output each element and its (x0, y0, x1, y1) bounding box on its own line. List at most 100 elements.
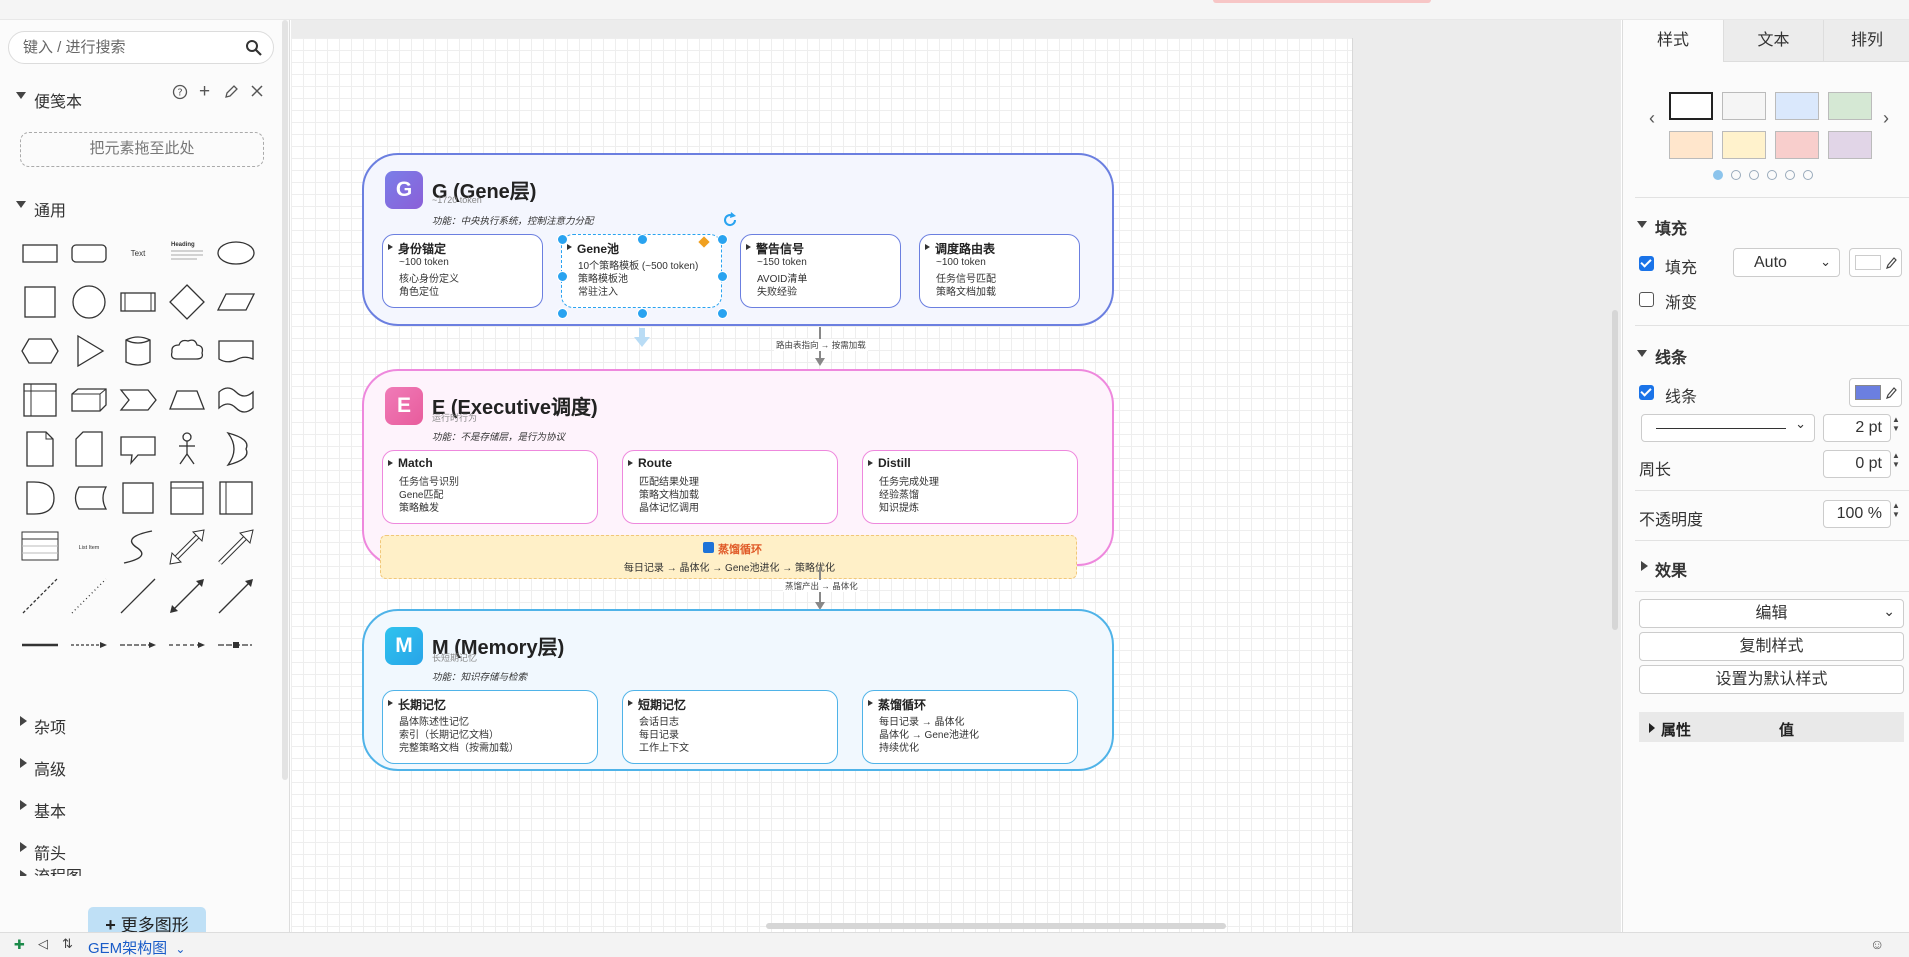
fill-checkbox[interactable] (1639, 256, 1654, 271)
fill-mode-select[interactable]: Auto ⌄ (1733, 248, 1840, 277)
scratchpad-dropzone[interactable]: 把元素拖至此处 (20, 132, 264, 167)
stepper-icon[interactable]: ▲▼ (1892, 415, 1900, 433)
diagram-canvas[interactable]: G G (Gene层) ~1720 token 功能：中央执行系统，控制注意力分… (291, 20, 1621, 932)
page-dot[interactable] (1731, 170, 1741, 180)
shape-tape[interactable] (216, 380, 256, 420)
page-dot[interactable] (1749, 170, 1759, 180)
shape-parallelogram[interactable] (216, 282, 256, 322)
section-basic[interactable]: 基本 (0, 796, 280, 822)
m-card-short-term[interactable]: 短期记忆 会话日志 每日记录 工作上下文 (622, 690, 838, 764)
distill-loop-banner[interactable]: 蒸馏循环 每日记录 → 晶体化 → Gene池进化 → 策略优化 (380, 535, 1077, 579)
shape-dashed-line[interactable] (20, 576, 60, 616)
collaborate-icon[interactable]: ⇅ (62, 936, 73, 951)
canvas-horizontal-scrollbar[interactable] (766, 923, 1226, 929)
shape-step[interactable] (118, 380, 158, 420)
general-section-header[interactable]: 通用 (0, 195, 280, 221)
shape-vertical-container[interactable] (167, 478, 207, 518)
stepper-icon[interactable]: ▲▼ (1892, 451, 1900, 469)
shape-horizontal-container[interactable] (216, 478, 256, 518)
search-icon[interactable] (245, 39, 263, 62)
tab-arrange[interactable]: 排列 (1823, 20, 1909, 62)
style-swatch[interactable] (1775, 92, 1819, 120)
shape-list[interactable] (20, 527, 60, 567)
resize-handle[interactable] (557, 271, 568, 282)
resize-handle[interactable] (557, 308, 568, 319)
swatch-prev-icon[interactable]: ‹ (1649, 108, 1655, 128)
shape-association-connector[interactable] (216, 625, 256, 665)
shape-diamond[interactable] (167, 282, 207, 322)
edit-pencil-icon[interactable] (223, 84, 239, 105)
g-layer-container[interactable]: G G (Gene层) ~1720 token 功能：中央执行系统，控制注意力分… (362, 153, 1114, 326)
line-section-header[interactable]: 线条 (1623, 344, 1909, 367)
fill-color-picker[interactable] (1849, 248, 1902, 277)
resize-handle[interactable] (557, 234, 568, 245)
shape-hexagon[interactable] (20, 331, 60, 371)
page-dot[interactable] (1803, 170, 1813, 180)
shape-or[interactable] (216, 429, 256, 469)
tab-text[interactable]: 文本 (1723, 20, 1823, 62)
shape-directional-connector[interactable] (216, 576, 256, 616)
shape-search-input[interactable] (23, 39, 243, 56)
edge-g-to-e-label[interactable]: 路由表指向 → 按需加载 (774, 339, 868, 351)
send-icon[interactable]: ◁ (38, 936, 48, 951)
e-card-route[interactable]: Route 匹配结果处理 策略文档加载 晶体记忆调用 (622, 450, 838, 524)
shape-arrow-connector[interactable] (69, 625, 109, 665)
e-card-distill[interactable]: Distill 任务完成处理 经验蒸馏 知识提炼 (862, 450, 1078, 524)
shape-bidirectional-arrow[interactable] (167, 527, 207, 567)
shape-note[interactable] (20, 429, 60, 469)
page-tab-gem[interactable]: GEM架构图 ⌄ (88, 937, 185, 957)
section-flowchart[interactable]: 流程图 (0, 866, 280, 876)
g-card-routing-table[interactable]: 调度路由表 ~100 token 任务信号匹配 策略文档加载 (919, 234, 1080, 308)
top-alert-bar[interactable] (1213, 0, 1431, 3)
shape-textbox[interactable]: Heading (167, 233, 207, 273)
section-arrows[interactable]: 箭头 (0, 838, 280, 864)
swatch-next-icon[interactable]: › (1883, 108, 1889, 128)
shape-container[interactable] (118, 478, 158, 518)
shape-dotted-line[interactable] (69, 576, 109, 616)
g-card-identity[interactable]: 身份锚定 ~100 token 核心身份定义 角色定位 (382, 234, 543, 308)
set-default-style-button[interactable]: 设置为默认样式 (1639, 665, 1904, 694)
shape-text[interactable]: Text (118, 233, 158, 273)
stepper-icon[interactable]: ▲▼ (1892, 501, 1900, 519)
shape-process[interactable] (118, 282, 158, 322)
add-icon[interactable]: + (199, 81, 211, 102)
style-swatch[interactable] (1669, 92, 1713, 120)
style-swatch[interactable] (1828, 131, 1872, 159)
shape-and[interactable] (20, 478, 60, 518)
shape-cloud[interactable] (167, 331, 207, 371)
gradient-checkbox[interactable] (1639, 292, 1654, 307)
shape-square[interactable] (20, 282, 60, 322)
hover-arrow-icon[interactable] (634, 328, 650, 353)
perimeter-input[interactable]: 0 pt (1823, 450, 1891, 478)
shape-rectangle[interactable] (20, 233, 60, 273)
line-width-input[interactable]: 2 pt (1823, 414, 1891, 442)
diagram-page[interactable]: G G (Gene层) ~1720 token 功能：中央执行系统，控制注意力分… (291, 38, 1353, 932)
shape-search-box[interactable] (8, 31, 274, 64)
g-card-gene-pool[interactable]: Gene池 10个策略模板 (~500 token) 策略模板池 常驻注入 (561, 234, 722, 308)
canvas-vertical-scrollbar[interactable] (1612, 310, 1618, 630)
edit-dropdown-button[interactable]: 编辑 ⌄ (1639, 599, 1904, 628)
resize-handle[interactable] (717, 234, 728, 245)
shape-callout[interactable] (118, 429, 158, 469)
style-swatch[interactable] (1722, 131, 1766, 159)
shape-list-item[interactable]: List Item (69, 527, 109, 567)
e-layer-container[interactable]: E E (Executive调度) 运行时行为 功能：不是存储层，是行为协议 M… (362, 369, 1114, 566)
feedback-icon[interactable]: ☺ (1870, 936, 1885, 952)
page-dot[interactable] (1785, 170, 1795, 180)
resize-handle[interactable] (637, 234, 648, 245)
shape-ellipse[interactable] (216, 233, 256, 273)
line-color-picker[interactable] (1849, 378, 1902, 407)
page-dot[interactable] (1713, 170, 1723, 180)
tab-style[interactable]: 样式 (1623, 20, 1723, 62)
shape-circle[interactable] (69, 282, 109, 322)
more-shapes-button[interactable]: + 更多图形 (88, 907, 206, 932)
shape-card[interactable] (69, 429, 109, 469)
e-card-match[interactable]: Match 任务信号识别 Gene匹配 策略触发 (382, 450, 598, 524)
shape-arrow[interactable] (216, 527, 256, 567)
shape-open-arrow-connector[interactable] (118, 625, 158, 665)
shape-line[interactable] (118, 576, 158, 616)
shape-triangle[interactable] (69, 331, 109, 371)
shape-trapezoid[interactable] (167, 380, 207, 420)
effects-section-header[interactable]: 效果 (1623, 557, 1909, 580)
m-layer-container[interactable]: M M (Memory层) 长短期记忆 功能：知识存储与检索 长期记忆 晶体陈述… (362, 609, 1114, 771)
